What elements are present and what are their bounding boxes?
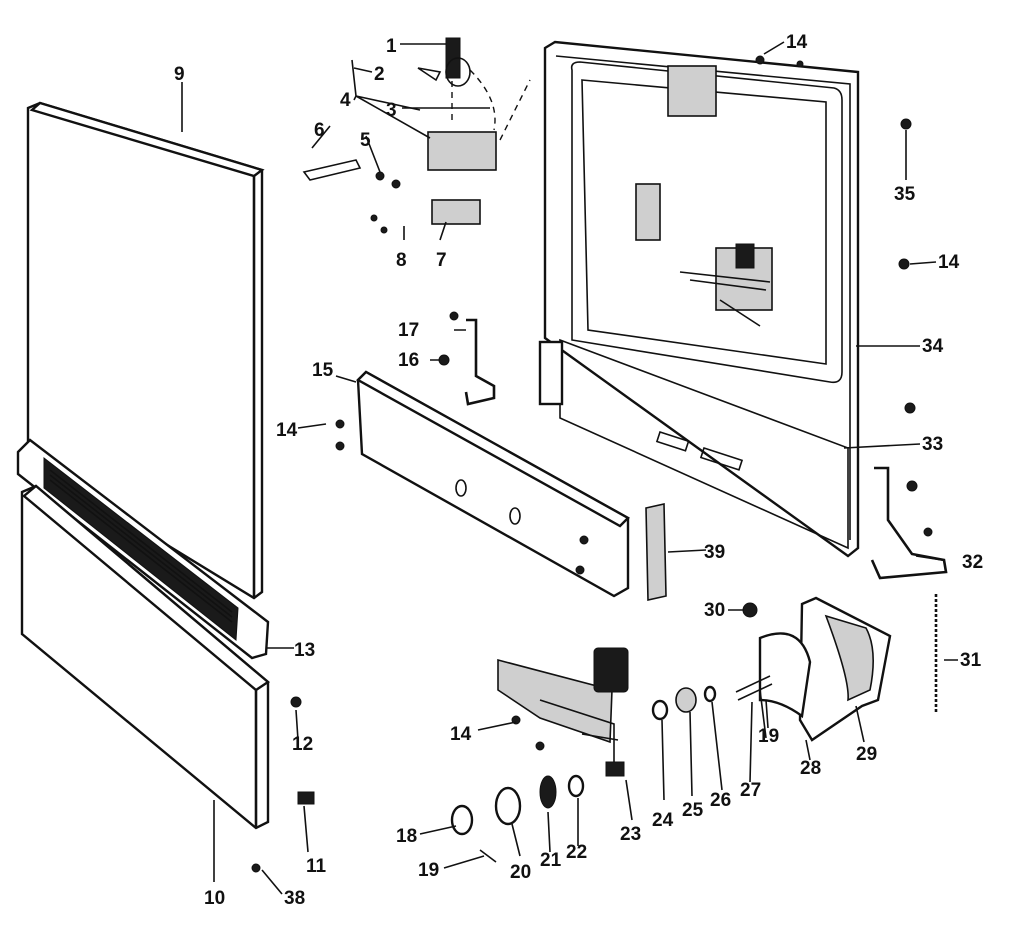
callout-34: 34 (922, 336, 944, 357)
callout-7: 7 (436, 250, 447, 271)
callout-14-right: 14 (938, 252, 960, 273)
outer-door-panel (26, 101, 265, 600)
callout-16: 16 (398, 350, 419, 371)
callout-20: 20 (510, 862, 531, 883)
callout-14-bottom: 14 (450, 724, 472, 745)
callout-33: 33 (922, 434, 943, 455)
inner-door-frame (543, 40, 860, 558)
callout-23: 23 (620, 824, 641, 845)
callout-26: 26 (710, 790, 731, 811)
callout-39: 39 (704, 542, 725, 563)
callout-5: 5 (360, 130, 371, 151)
callout-19-right: 19 (758, 726, 779, 747)
door-strike (645, 503, 667, 601)
callout-13: 13 (294, 640, 315, 661)
callout-9: 9 (174, 64, 185, 85)
callout-29: 29 (856, 744, 877, 765)
leader-lines (181, 41, 958, 895)
dispenser-mechanism (497, 647, 629, 777)
screws (251, 55, 933, 873)
callout-21: 21 (540, 850, 562, 871)
callout-4: 4 (340, 90, 351, 111)
callout-17: 17 (398, 320, 419, 341)
small-parts (450, 602, 773, 863)
callout-14-left: 14 (276, 420, 298, 441)
callout-25: 25 (682, 800, 704, 821)
callout-1: 1 (386, 36, 397, 57)
callout-38: 38 (284, 888, 305, 909)
callout-35: 35 (894, 184, 916, 205)
callout-30: 30 (704, 600, 725, 621)
callout-12: 12 (292, 734, 313, 755)
callout-18: 18 (396, 826, 417, 847)
callout-3: 3 (386, 100, 397, 121)
callout-27: 27 (740, 780, 761, 801)
callout-8: 8 (396, 250, 407, 271)
support-bracket (356, 370, 630, 598)
callout-6: 6 (314, 120, 325, 141)
callout-15: 15 (312, 360, 334, 381)
callout-2: 2 (374, 64, 385, 85)
hinge-arm-right (870, 466, 948, 580)
door-latch-assembly (679, 243, 773, 327)
vent-grille-strip (16, 438, 270, 660)
callout-31: 31 (960, 650, 982, 671)
switch-assembly (302, 37, 531, 225)
callout-24: 24 (652, 810, 674, 831)
lower-access-panel (20, 484, 270, 830)
hinge-arm-left (464, 318, 564, 406)
callout-32: 32 (962, 552, 983, 573)
callout-11: 11 (306, 856, 327, 877)
dispenser-cup (758, 596, 892, 742)
callout-19-left: 19 (418, 860, 439, 881)
callout-10: 10 (204, 888, 225, 909)
callout-28: 28 (800, 758, 821, 779)
callout-14-top: 14 (786, 32, 808, 53)
callout-22: 22 (566, 842, 587, 863)
callout-labels: 1 2 4 3 6 5 8 7 9 14 35 14 34 17 16 15 1… (174, 32, 983, 909)
